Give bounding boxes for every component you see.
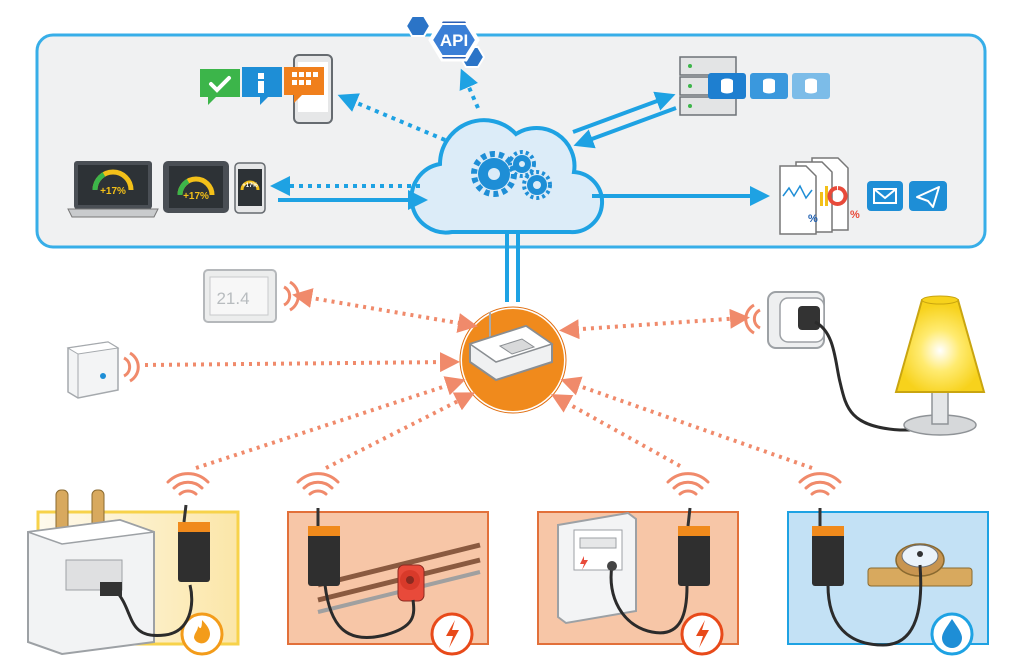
- database-icon: [708, 73, 830, 99]
- radio-links: [144, 288, 813, 470]
- smartphone-icon: +17%: [234, 162, 266, 214]
- sensor-module-clamp: [308, 508, 416, 640]
- wireless-signal-icon: [283, 280, 300, 312]
- laptop-reading: +17%: [100, 186, 126, 197]
- flame-icon: [180, 612, 224, 656]
- thermostat-reading: 21.4: [216, 289, 249, 308]
- wireless-signal-icons: [166, 472, 842, 496]
- tablet-icon: +17%: [163, 161, 229, 213]
- report-percent-2: %: [850, 209, 860, 221]
- sensor-module-electric: [607, 507, 710, 635]
- wireless-signal-icon: [166, 472, 210, 496]
- sensor-module-gas: [100, 504, 210, 638]
- tablet-reading: +17%: [183, 191, 209, 202]
- email-icon: [867, 181, 903, 211]
- wireless-signal-icon: [123, 351, 140, 383]
- report-percent-1: %: [808, 213, 818, 225]
- report-documents-icon: % %: [779, 157, 860, 235]
- water-meter-icon: [867, 543, 973, 587]
- electricity-meter-icon: [557, 511, 637, 625]
- laptop-icon: +17%: [67, 161, 159, 218]
- gateway-router-icon: [458, 305, 568, 415]
- thermostat-icon: 21.4: [203, 269, 277, 323]
- notification-badges: [200, 54, 333, 124]
- wireless-signal-icon: [744, 303, 761, 335]
- alert-icon: [284, 67, 324, 103]
- cloud-links: [270, 68, 770, 302]
- smart-plug-icon: [767, 291, 918, 432]
- current-clamp-icon: [397, 564, 425, 602]
- temperature-sensor-icon: [66, 341, 120, 399]
- send-icon: [909, 181, 947, 211]
- water-drop-icon: [930, 612, 974, 656]
- api-hexagon-icon: API: [404, 15, 486, 68]
- sensor-module-water: [812, 508, 923, 647]
- lightning-icon: [680, 612, 724, 656]
- lightning-icon: [430, 612, 474, 656]
- wireless-signal-icon: [666, 472, 710, 496]
- gas-meter-panel: [27, 489, 240, 656]
- phone-reading: +17%: [242, 183, 258, 189]
- sensor-modules: [100, 504, 923, 647]
- api-label: API: [440, 31, 468, 50]
- info-icon: [242, 67, 282, 105]
- server-rack-icon: [679, 56, 830, 116]
- gas-meter-icon: [27, 489, 155, 656]
- wireless-signal-icon: [296, 472, 340, 496]
- check-icon: [200, 69, 240, 105]
- lamp-icon: [894, 295, 986, 436]
- gears-icon: [471, 150, 552, 200]
- wireless-signal-icon: [798, 472, 842, 496]
